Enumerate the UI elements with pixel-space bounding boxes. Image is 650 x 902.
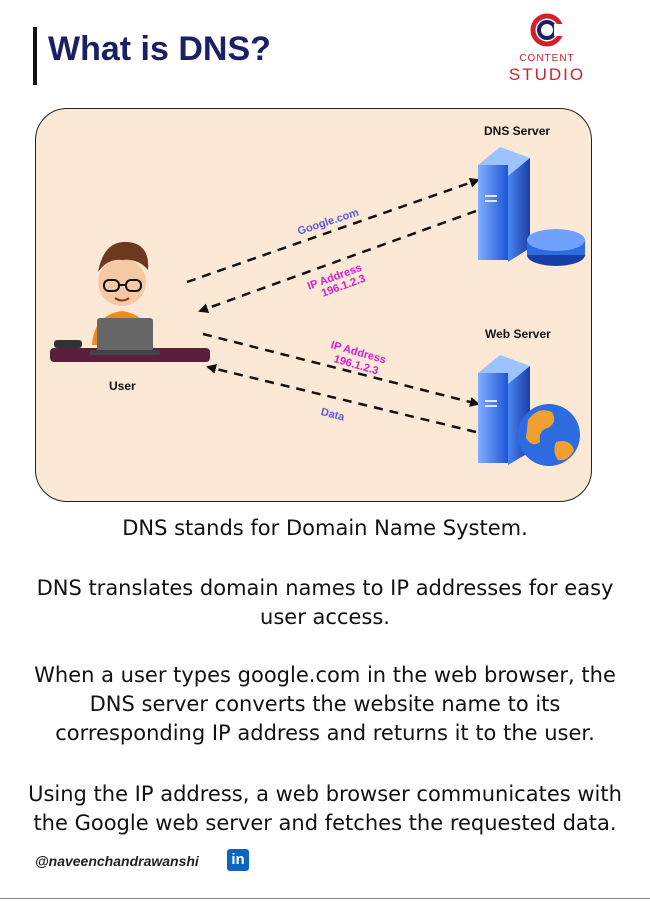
user-label: User [109,379,136,393]
arrow-user-to-dns [186,177,480,284]
logo-text-studio: STUDIO [508,65,586,84]
text-dns-definition: DNS stands for Domain Name System. [122,516,528,540]
web-server-label: Web Server [485,327,551,341]
text-fetch-line2: the Google web server and fetches the re… [33,811,617,835]
logo-mark-icon [530,13,564,47]
text-fetch-line1: Using the IP address, a web browser comm… [28,782,622,806]
linkedin-icon[interactable]: in [227,849,249,871]
text-lookup-line1: When a user types google.com in the web … [34,663,616,687]
logo-text-content: CONTENT [519,53,575,64]
arrow-dns-to-user [198,209,477,313]
text-lookup-line3: corresponding IP address and returns it … [55,721,595,745]
dns-server-label: DNS Server [484,124,551,138]
page-title: What is DNS? [48,30,271,68]
arrow-web-to-user [206,364,477,434]
content-studio-logo: CONTENT STUDIO [492,10,602,90]
dns-server-icon [478,147,585,266]
author-handle[interactable]: @naveenchandrawanshi [35,853,199,869]
text-translation-line1: DNS translates domain names to IP addres… [36,576,614,600]
web-server-icon [478,355,580,466]
user-at-desk-icon [50,241,210,362]
title-accent-bar [33,27,37,85]
bottom-divider [0,898,650,899]
text-lookup-line2: DNS server converts the website name to … [89,692,561,716]
text-translation-line2: user access. [260,605,390,629]
